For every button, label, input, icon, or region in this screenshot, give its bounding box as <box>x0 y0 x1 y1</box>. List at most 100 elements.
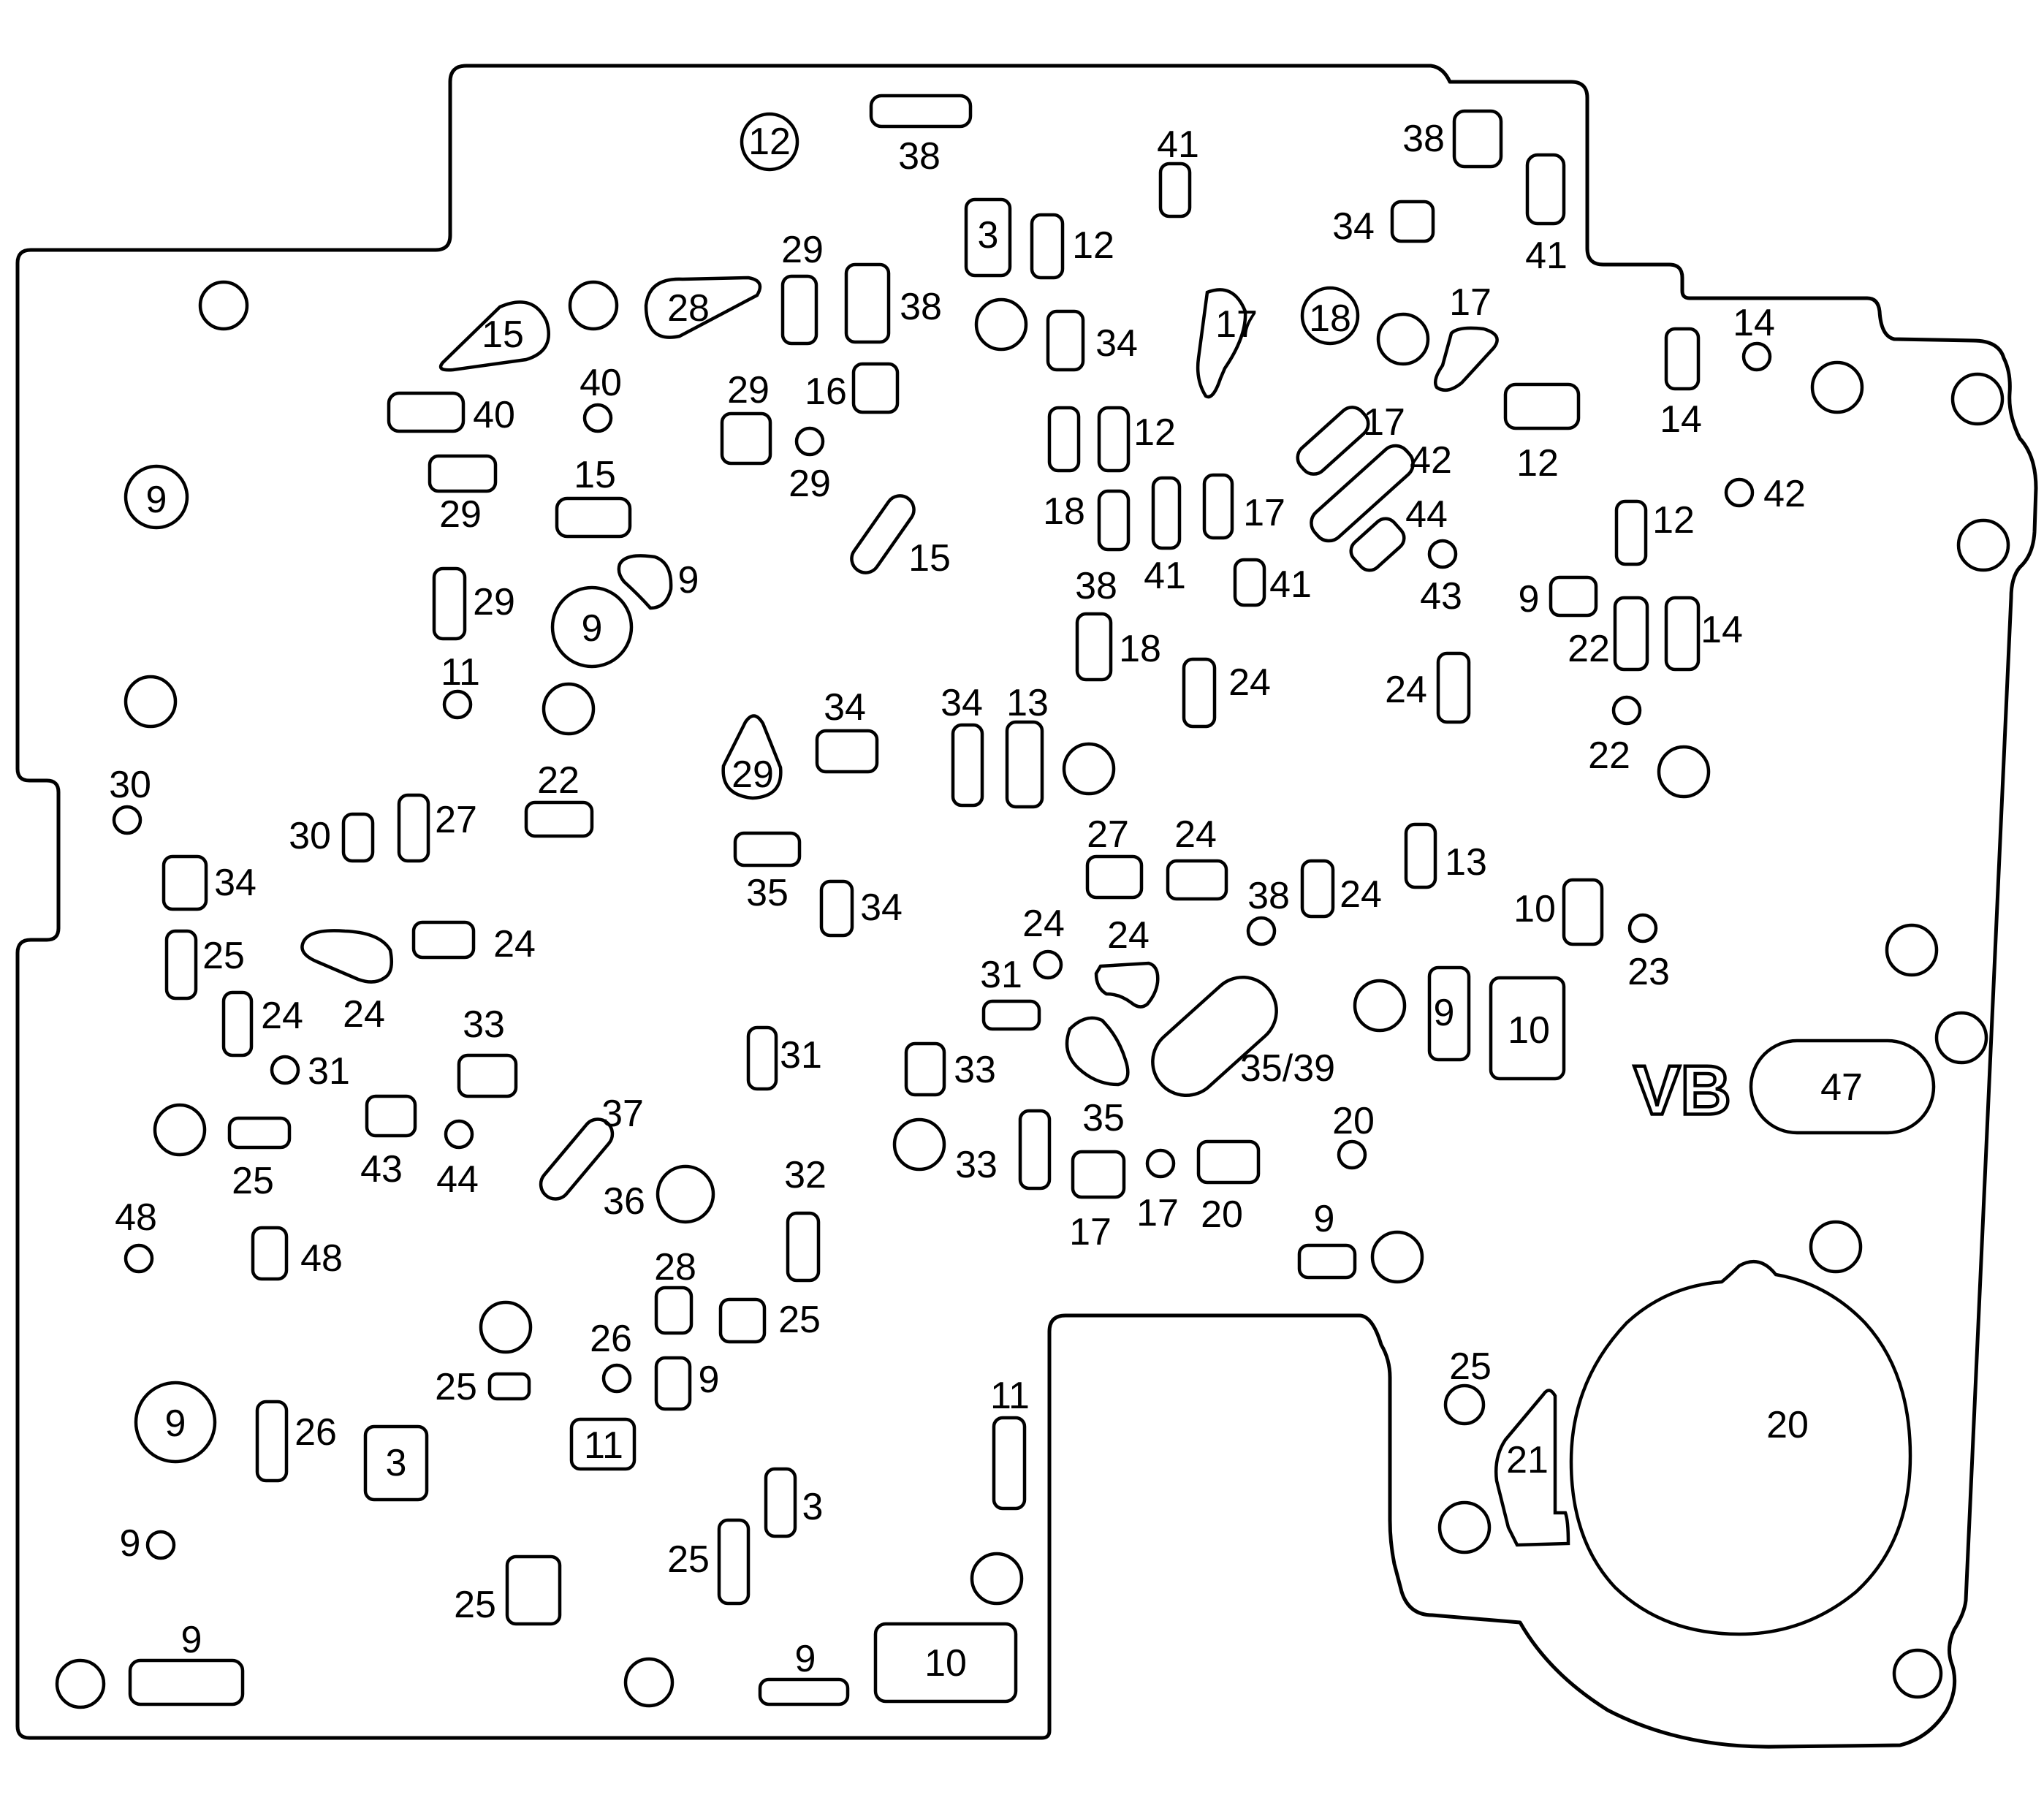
label: 9 <box>165 1402 186 1445</box>
port-18-a <box>1097 489 1131 552</box>
port-15-c-slot <box>850 494 916 574</box>
port-34-c <box>951 723 984 808</box>
port-labels: 12 38 41 38 34 41 3 12 29 28 38 34 15 17… <box>109 118 1863 1685</box>
port-28-b <box>654 1286 694 1335</box>
port-17-b-tri <box>1434 326 1499 392</box>
orifice <box>444 1119 474 1150</box>
port-29-b <box>720 411 772 466</box>
bolt-hole <box>198 280 249 331</box>
label: 20 <box>1201 1193 1243 1236</box>
label: 26 <box>295 1411 337 1454</box>
orifice <box>112 805 143 835</box>
label: 9 <box>678 559 699 601</box>
port-37-slot <box>539 1117 615 1201</box>
bolt-hole <box>1934 1011 1988 1065</box>
label: 31 <box>780 1034 822 1077</box>
port-17-d <box>1202 473 1234 540</box>
port-9-c <box>1297 1243 1357 1280</box>
bolt-hole <box>1885 923 1939 977</box>
label: 31 <box>308 1050 350 1093</box>
label: 27 <box>1087 813 1129 856</box>
port-11 <box>569 1417 637 1471</box>
label: 17 <box>1243 492 1285 534</box>
label: 33 <box>955 1144 998 1186</box>
port-29-d <box>432 566 467 641</box>
label: 35/39 <box>1240 1047 1335 1090</box>
label: 17 <box>1449 281 1492 324</box>
label: 38 <box>1075 565 1117 607</box>
port-40 <box>387 391 466 433</box>
label: 30 <box>289 815 331 857</box>
bolt-hole <box>1062 742 1116 796</box>
bolt-hole <box>892 1117 946 1172</box>
port-31-b <box>746 1025 778 1091</box>
label: 42 <box>1410 439 1452 482</box>
port-17-c-slot <box>1296 406 1370 476</box>
port-24-f-tri <box>300 929 393 984</box>
label: 16 <box>805 371 847 413</box>
label: 24 <box>493 923 536 965</box>
label: 9 <box>146 479 167 521</box>
label: 12 <box>748 121 791 163</box>
label: 14 <box>1733 302 1775 344</box>
label: 42 <box>1763 473 1806 515</box>
bolt-hole <box>542 682 596 736</box>
port-25-c <box>718 1297 767 1344</box>
port-41-top <box>1158 162 1192 219</box>
port-9-circ-b <box>550 585 634 669</box>
label: 13 <box>1006 682 1049 724</box>
port-27-b <box>1085 854 1144 900</box>
port-3-top <box>964 197 1012 278</box>
orifice <box>794 426 825 457</box>
label: 22 <box>1588 734 1630 777</box>
label: 15 <box>574 454 616 496</box>
port-17-tri <box>1196 288 1247 399</box>
orifice <box>582 403 613 433</box>
port-41-tr <box>1525 153 1566 226</box>
port-9-g <box>758 1677 850 1706</box>
vb-marking: VB <box>1633 1052 1730 1130</box>
label: 3 <box>802 1486 824 1528</box>
label: 21 <box>1506 1439 1549 1481</box>
label: 36 <box>603 1180 645 1223</box>
label: 34 <box>1332 205 1375 248</box>
label: 20 <box>1332 1100 1375 1142</box>
port-15-b <box>555 496 632 539</box>
label: 43 <box>1420 575 1462 618</box>
bolt-hole <box>1376 312 1430 366</box>
port-13-b <box>1404 822 1437 889</box>
port-9-b <box>1549 575 1598 618</box>
port-35-39-slot <box>1151 975 1278 1098</box>
port-38-b <box>844 262 891 344</box>
port-34-e <box>819 879 854 938</box>
bolt-hole <box>1370 1230 1424 1284</box>
label: 15 <box>908 537 951 580</box>
label: 29 <box>473 581 515 623</box>
bolt-hole <box>568 280 619 331</box>
orifice <box>270 1055 300 1085</box>
label: 24 <box>1107 914 1150 957</box>
port-25-f <box>717 1518 751 1606</box>
label: 17 <box>1363 401 1405 444</box>
port-34-d <box>162 854 208 911</box>
label: 23 <box>1627 951 1670 993</box>
port-38-top <box>869 94 973 129</box>
port-10-a <box>1562 878 1604 946</box>
port-9-circ-c <box>134 1381 217 1464</box>
label: 3 <box>978 214 999 257</box>
label: 44 <box>1405 493 1448 536</box>
port-29-c <box>428 454 498 493</box>
port-13-a <box>1005 720 1044 809</box>
port-29-tri <box>721 714 783 800</box>
port-12-a <box>1030 213 1065 280</box>
port-25-d <box>487 1372 531 1401</box>
port-9-a-tri <box>617 554 673 610</box>
label: 22 <box>1568 628 1610 670</box>
port-9-mid <box>1427 965 1471 1062</box>
port-20-b <box>1196 1139 1261 1185</box>
port-22-b <box>524 800 594 838</box>
label: 29 <box>789 463 831 505</box>
port-33-c <box>1018 1109 1052 1191</box>
port-15-tri <box>438 300 551 372</box>
